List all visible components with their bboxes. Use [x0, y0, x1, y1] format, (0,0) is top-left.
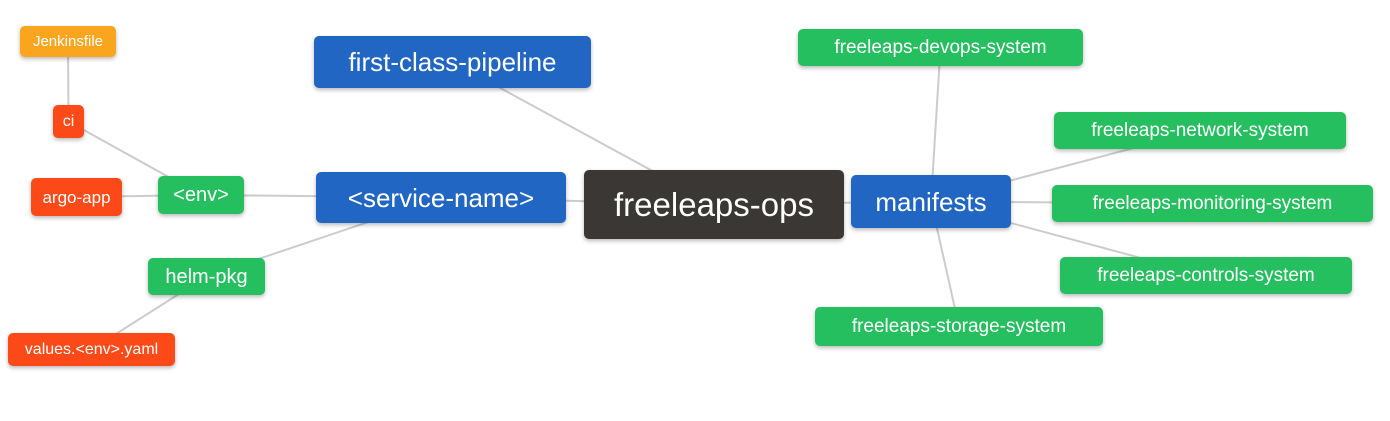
- node-label: freeleaps-storage-system: [851, 316, 1067, 337]
- node-label: <env>: [173, 184, 229, 206]
- node-service-name[interactable]: <service-name>: [316, 172, 566, 223]
- node-jenkinsfile[interactable]: Jenkinsfile: [20, 26, 116, 57]
- node-argo-app[interactable]: argo-app: [31, 178, 122, 216]
- node-env[interactable]: <env>: [158, 176, 244, 214]
- node-freeleaps-devops-system[interactable]: freeleaps-devops-system: [798, 29, 1083, 66]
- node-label: <service-name>: [347, 182, 535, 213]
- node-label: ci: [62, 112, 75, 130]
- node-ci[interactable]: ci: [53, 105, 84, 138]
- node-freeleaps-controls-system[interactable]: freeleaps-controls-system: [1060, 257, 1352, 294]
- node-label: argo-app: [42, 187, 111, 207]
- node-label: freeleaps-controls-system: [1097, 265, 1315, 286]
- node-manifests[interactable]: manifests: [851, 175, 1011, 228]
- node-first-class-pipeline[interactable]: first-class-pipeline: [314, 36, 591, 88]
- node-label: first-class-pipeline: [348, 47, 557, 77]
- node-label: Jenkinsfile: [32, 33, 104, 50]
- node-label: helm-pkg: [165, 265, 248, 288]
- node-label: freeleaps-devops-system: [834, 37, 1047, 58]
- node-label: manifests: [875, 186, 987, 217]
- node-helm-pkg[interactable]: helm-pkg: [148, 258, 265, 295]
- node-label: values.<env>.yaml: [24, 340, 159, 358]
- node-freeleaps-ops[interactable]: freeleaps-ops: [584, 170, 844, 239]
- node-values-env-yaml[interactable]: values.<env>.yaml: [8, 333, 175, 366]
- node-label: freeleaps-monitoring-system: [1092, 193, 1333, 214]
- node-freeleaps-network-system[interactable]: freeleaps-network-system: [1054, 112, 1346, 149]
- node-label: freeleaps-ops: [614, 186, 814, 223]
- node-label: freeleaps-network-system: [1091, 120, 1309, 141]
- node-freeleaps-monitoring-system[interactable]: freeleaps-monitoring-system: [1052, 185, 1373, 222]
- node-freeleaps-storage-system[interactable]: freeleaps-storage-system: [815, 307, 1103, 346]
